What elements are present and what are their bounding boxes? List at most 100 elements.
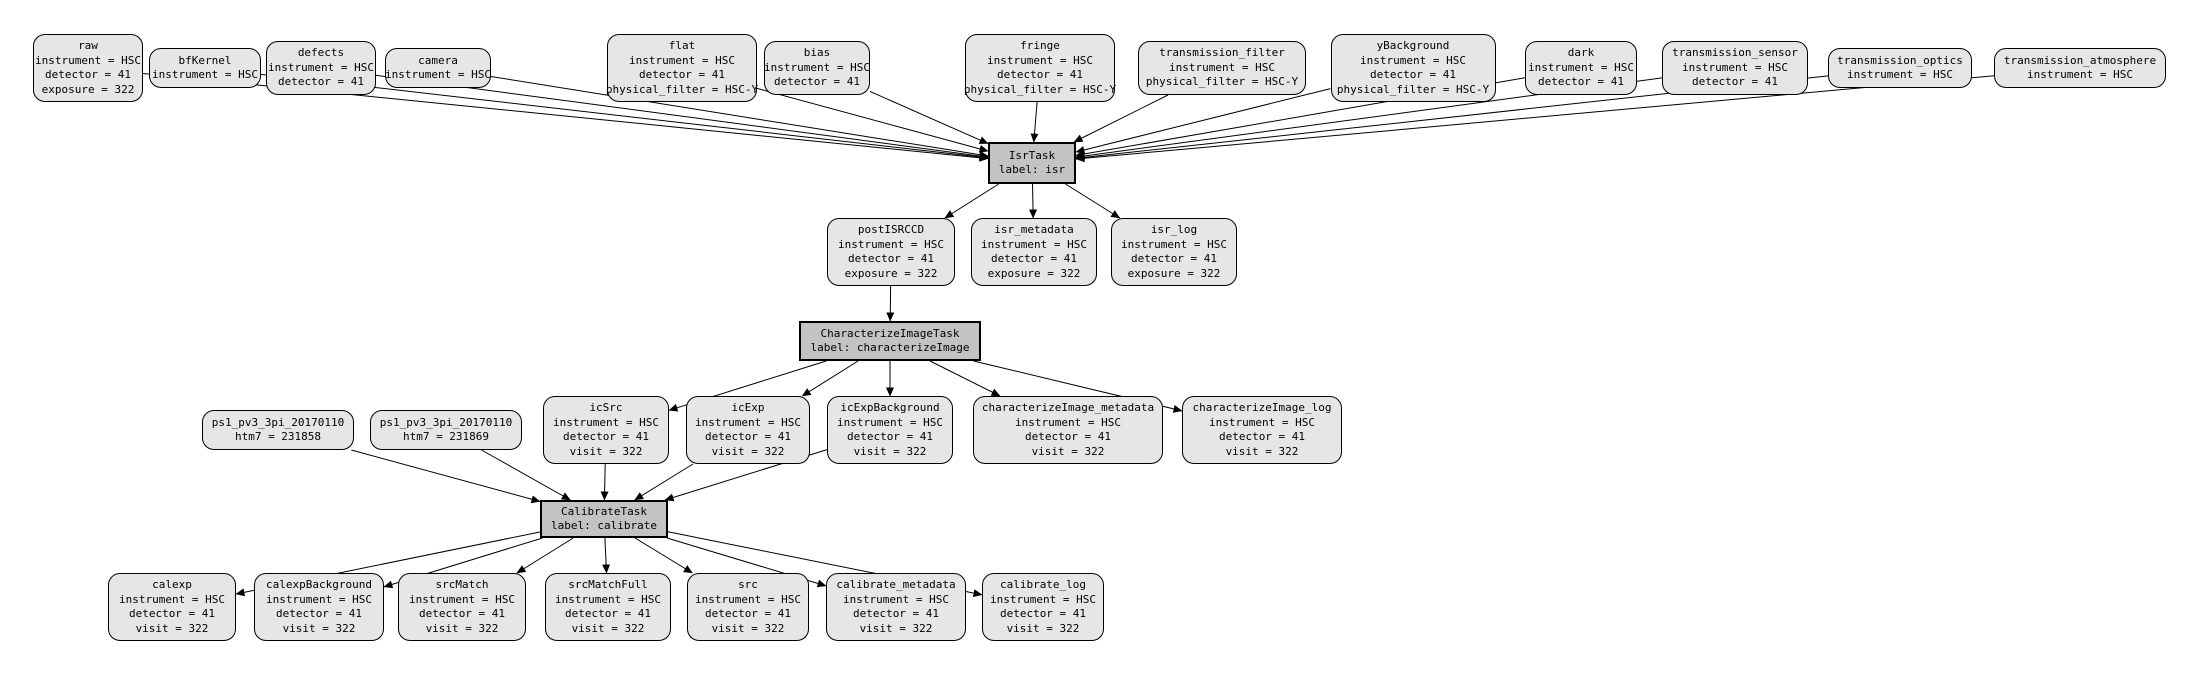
node-attribute: detector = 41 xyxy=(846,430,934,443)
node-title: transmission_atmosphere xyxy=(2003,53,2157,67)
node-attribute: detector = 41 xyxy=(128,607,216,620)
node-attribute: instrument = HSC xyxy=(1209,415,1315,429)
node-attribute: detector = 41 xyxy=(44,68,132,81)
node-title: raw xyxy=(78,39,98,52)
node-attribute: visit = 322 xyxy=(571,621,645,635)
node-title: camera xyxy=(418,53,458,67)
node-attribute: htm7 = 231869 xyxy=(402,430,490,443)
edge-isr-to-isr_log xyxy=(1065,183,1121,219)
node-attribute: label: calibrate xyxy=(551,519,657,532)
node-attribute: exposure = 322 xyxy=(987,266,1081,280)
node-attribute: detector = 41 xyxy=(704,430,792,443)
node-title: icSrc xyxy=(589,401,623,414)
edge-icSrc-to-calibrate xyxy=(600,463,609,501)
node-title: icExpBackground xyxy=(840,401,940,414)
node-title: calexpBackground xyxy=(266,578,372,591)
node-attribute: detector = 41 xyxy=(1130,252,1218,265)
node-attribute: instrument = HSC xyxy=(764,60,870,74)
node-attribute: instrument = HSC xyxy=(629,53,735,67)
node-title: dark xyxy=(1567,46,1595,60)
edge-transmission_atmosphere-to-isr xyxy=(1075,75,1995,163)
node-attribute: exposure = 322 xyxy=(844,266,938,280)
edge-ps1_231869-to-calibrate xyxy=(481,449,571,501)
node-title: icExp xyxy=(731,401,765,414)
node-attribute: detector = 41 xyxy=(773,75,861,89)
node-attribute: exposure = 322 xyxy=(1127,266,1221,280)
node-attribute: instrument = HSC xyxy=(838,237,944,251)
edge-bias-to-isr xyxy=(869,90,989,145)
node-attribute: detector = 41 xyxy=(277,75,365,89)
node-title: calibrate_metadata xyxy=(836,578,956,591)
node-title: src xyxy=(738,578,758,591)
node-attribute: visit = 322 xyxy=(425,621,499,635)
node-attribute: visit = 322 xyxy=(282,621,356,635)
edge-yBackground-to-isr xyxy=(1075,88,1331,154)
node-attribute: visit = 322 xyxy=(1225,444,1299,458)
node-attribute: detector = 41 xyxy=(638,68,726,81)
edge-ps1_231858-to-calibrate xyxy=(351,449,541,504)
node-attribute: physical_filter = HSC-Y xyxy=(605,82,759,96)
node-attribute: detector = 41 xyxy=(990,252,1078,265)
node-title: CharacterizeImageTask xyxy=(820,326,960,340)
node-attribute: visit = 322 xyxy=(569,444,643,458)
node-attribute: instrument = HSC xyxy=(1121,237,1227,251)
node-attribute: instrument = HSC xyxy=(1169,60,1275,74)
node-attribute: physical_filter = HSC-Y xyxy=(1145,75,1299,89)
node-attribute: instrument = HSC xyxy=(981,237,1087,251)
node-attribute: detector = 41 xyxy=(275,607,363,620)
node-attribute: detector = 41 xyxy=(418,607,506,620)
node-title: CalibrateTask xyxy=(560,504,648,518)
node-title: srcMatchFull xyxy=(568,578,648,591)
node-attribute: instrument = HSC xyxy=(35,53,141,67)
node-attribute: instrument = HSC xyxy=(1528,60,1634,74)
node-title: bias xyxy=(803,46,831,60)
node-attribute: detector = 41 xyxy=(1218,430,1306,443)
node-title: transmission_sensor xyxy=(1672,46,1798,60)
node-attribute: instrument = HSC xyxy=(555,592,661,606)
node-title: calibrate_log xyxy=(999,578,1087,591)
node-attribute: detector = 41 xyxy=(1537,75,1625,89)
node-title: characterizeImage_metadata xyxy=(981,401,1155,414)
node-attribute: instrument = HSC xyxy=(266,592,372,606)
node-title: IsrTask xyxy=(1008,148,1056,162)
node-title: calexp xyxy=(152,578,192,591)
node-attribute: detector = 41 xyxy=(847,252,935,265)
node-attribute: exposure = 322 xyxy=(41,82,135,96)
node-attribute: visit = 322 xyxy=(1031,444,1105,458)
node-title: postISRCCD xyxy=(857,223,925,236)
node-attribute: instrument = HSC xyxy=(1847,68,1953,81)
node-title: yBackground xyxy=(1376,39,1450,52)
node-title: flat xyxy=(668,39,696,52)
node-attribute: detector = 41 xyxy=(852,607,940,620)
edge-icExp-to-calibrate xyxy=(634,463,694,501)
node-attribute: instrument = HSC xyxy=(837,415,943,429)
node-title: ps1_pv3_3pi_20170110 xyxy=(379,415,513,429)
edge-characterizeImage-to-icExp xyxy=(801,360,859,397)
node-title: transmission_filter xyxy=(1159,46,1285,60)
node-attribute: instrument = HSC xyxy=(695,415,801,429)
node-title: defects xyxy=(297,46,345,60)
node-attribute: instrument = HSC xyxy=(695,592,801,606)
